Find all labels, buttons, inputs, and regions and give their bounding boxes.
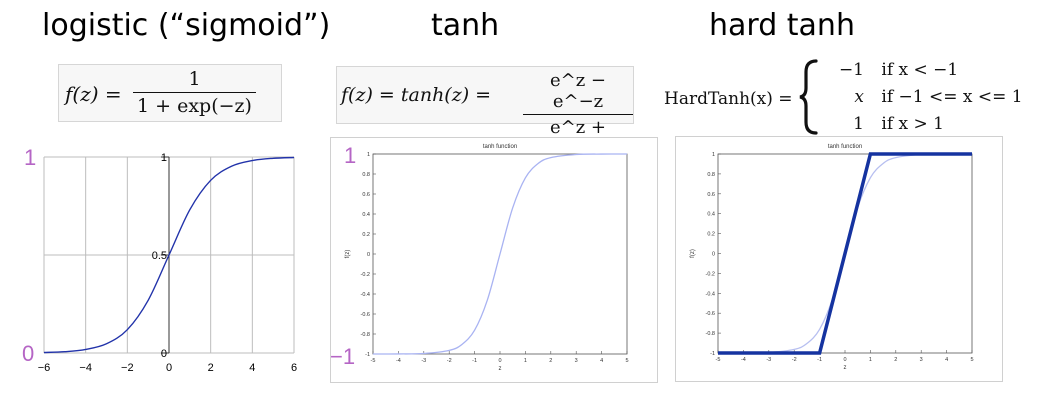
y-tick-label: 0 [161,348,167,360]
logistic-marker-bottom: 0 [22,341,35,366]
x-tick-label: 2 [208,362,214,374]
y-tick-label: -1 [365,352,370,358]
x-tick-label: 0 [166,362,172,374]
logistic-chart: −6 −4 −2 0 2 4 6 0 0.5 1 [38,152,297,374]
tanh-formula-lhs: f(z) = tanh(z) = [341,84,492,106]
tanh-chart-frame: tanh function z f(z) -5 -4 -3 -2 -1 0 1 2 3 4 5 -1 -0.8… [330,137,658,383]
y-tick-label: -0.8 [706,331,715,337]
x-tick-label: -4 [741,357,746,363]
tanh-formula-numerator: e^z − e^−z [523,70,633,115]
x-tick-label: -1 [472,358,477,364]
y-tick-label: 0.4 [362,212,370,218]
tanh-heading: tanh [431,8,500,43]
x-tick-label: 3 [575,358,578,364]
y-tick-label: -0.6 [706,311,715,317]
x-tick-label: -3 [766,357,771,363]
logistic-formula-fraction: 1 1 + exp(−z) [133,68,256,117]
x-tick-label: 4 [249,362,255,374]
x-tick-label: 5 [625,358,628,364]
y-tick-label: -0.2 [706,271,715,277]
y-axis-label: f(z) [345,250,351,259]
hardtanh-line [718,152,972,355]
x-tick-label: 2 [894,357,897,363]
x-tick-label: -5 [371,358,376,364]
y-tick-label: 1 [367,152,370,158]
tanh-formula: f(z) = tanh(z) = e^z − e^−z e^z + e^−z [336,66,634,159]
chart-title: tanh function [483,144,517,150]
logistic-formula-denominator: 1 + exp(−z) [137,95,252,117]
y-tick-label: 0.6 [362,192,370,198]
y-tick-label: 0.6 [707,192,715,198]
hardtanh-formula-brace [799,59,818,135]
y-tick-label: -0.8 [361,332,370,338]
y-tick-label: -0.4 [361,292,370,298]
hardtanh-case-2-value: x [854,87,864,107]
x-tick-label: −6 [38,362,51,374]
x-axis-label: z [844,365,847,371]
tanh-marker-bottom: −1 [330,344,356,369]
y-tick-label: -0.2 [361,272,370,278]
y-tick-label: 0.2 [362,232,370,238]
hardtanh-case-3-condition: if x > 1 [881,114,944,134]
y-tick-label: 1 [712,152,715,158]
x-tick-label: 0 [843,357,846,363]
hardtanh-case-3: 1 if x > 1 [822,114,944,134]
hardtanh-case-2-condition: if −1 <= x <= 1 [881,87,1023,107]
x-tick-label: -5 [716,357,721,363]
x-tick-label: 5 [970,357,973,363]
x-tick-label: −2 [121,362,134,374]
x-tick-label: 1 [869,357,872,363]
y-tick-label: 0 [367,252,370,258]
x-tick-label: 6 [291,362,297,374]
x-tick-label: -2 [792,357,797,363]
tanh-marker-top: 1 [344,143,357,168]
logistic-formula-lhs: f(z) = [65,82,122,106]
x-tick-label: 0 [498,358,501,364]
y-tick-label: -0.4 [706,291,715,297]
hardtanh-formula-lhs: HardTanh(x) = [664,89,793,109]
hardtanh-heading: hard tanh [709,8,855,43]
y-tick-label: 0.5 [152,250,167,262]
y-tick-label: 1 [161,152,167,164]
hardtanh-case-1: −1 if x < −1 [822,60,958,80]
hardtanh-chart-frame: tanh function z f(z) -5 -4 -3 -2 -1 0 1 2 3 4 5 -1 -0.8… [675,136,1003,382]
tanh-curve [372,153,628,355]
chart-title: tanh function [828,144,862,150]
x-tick-label: -1 [817,357,822,363]
hardtanh-case-1-value: −1 [838,60,864,80]
y-tick-label: 0.4 [707,212,715,218]
logistic-heading: logistic (“sigmoid”) [42,8,331,43]
y-axis-label: f(z) [690,249,696,258]
y-tick-label: 0.8 [362,172,370,178]
x-tick-label: -4 [396,358,401,364]
logistic-formula-numerator: 1 [133,68,256,93]
logistic-formula: f(z) = 1 1 + exp(−z) [58,64,282,122]
logistic-marker-top: 1 [24,145,37,170]
hardtanh-case-3-value: 1 [853,114,864,134]
x-tick-label: 4 [945,357,948,363]
x-tick-label: 3 [920,357,923,363]
hardtanh-chart: tanh function z f(z) -5 -4 -3 -2 -1 0 1 2 3 4 5 -1 -0.8… [690,144,974,371]
x-axis-label: z [499,366,502,372]
x-tick-label: 2 [549,358,552,364]
hardtanh-case-2: x if −1 <= x <= 1 [822,87,1023,107]
hardtanh-case-1-condition: if x < −1 [881,60,959,80]
y-tick-label: 0.2 [707,232,715,238]
y-tick-label: -1 [710,351,715,357]
y-tick-label: 0.8 [707,172,715,178]
x-tick-label: -3 [421,358,426,364]
logistic-curve [43,156,295,354]
x-tick-label: 4 [600,358,603,364]
x-tick-label: 1 [524,358,527,364]
x-tick-label: -2 [447,358,452,364]
y-tick-label: 0 [712,252,715,258]
tanh-chart: tanh function z f(z) -5 -4 -3 -2 -1 0 1 2 3 4 5 -1 -0.8… [345,144,629,372]
y-tick-label: -0.6 [361,312,370,318]
hardtanh-formula: HardTanh(x) = −1 if x < −1 x if −1 <= x … [664,58,1044,138]
x-tick-label: −4 [79,362,92,374]
